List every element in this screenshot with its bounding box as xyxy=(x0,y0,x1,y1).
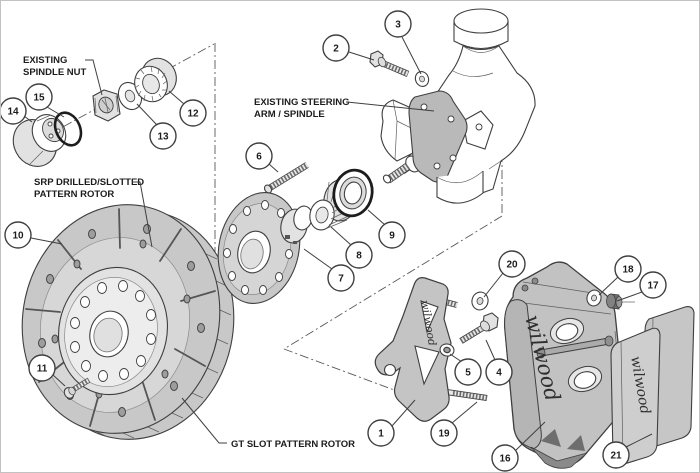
rotor-lug-holes xyxy=(70,280,156,382)
svg-text:8: 8 xyxy=(356,251,362,262)
callout-2: 2 xyxy=(322,34,375,62)
svg-text:13: 13 xyxy=(157,132,169,143)
callout-4: 4 xyxy=(485,339,513,386)
svg-text:10: 10 xyxy=(12,231,24,242)
svg-text:19: 19 xyxy=(438,429,450,440)
callout-21: 21 xyxy=(602,433,653,469)
steering-knuckle xyxy=(380,8,536,204)
svg-text:7: 7 xyxy=(338,274,344,285)
grease-seal xyxy=(332,168,374,218)
svg-text:12: 12 xyxy=(187,109,199,120)
callout-18: 18 xyxy=(598,255,642,296)
svg-text:EXISTING: EXISTING xyxy=(23,55,67,66)
washer-18 xyxy=(586,289,602,307)
svg-text:3: 3 xyxy=(395,20,401,31)
callout-1: 1 xyxy=(367,399,416,447)
callout-17: 17 xyxy=(616,271,667,302)
caliper-mount-ear xyxy=(462,110,494,150)
bolt-2 xyxy=(369,50,410,77)
svg-text:SPINDLE NUT: SPINDLE NUT xyxy=(23,67,87,78)
small-parts xyxy=(63,50,635,399)
callout-14: 14 xyxy=(1,97,33,125)
callout-15: 15 xyxy=(25,83,65,118)
bolt-11 xyxy=(63,377,91,399)
callout-5: 5 xyxy=(449,353,482,386)
svg-text:EXISTING STEERING: EXISTING STEERING xyxy=(254,97,350,108)
crossover-tube xyxy=(536,335,614,359)
caliper: wilwood xyxy=(504,261,625,469)
callout-8: 8 xyxy=(330,226,373,269)
callout-7: 7 xyxy=(303,248,355,292)
label-existing-spindle-nut: EXISTING SPINDLE NUT xyxy=(23,55,103,96)
label-srp-rotor: SRP DRILLED/SLOTTED PATTERN ROTOR xyxy=(34,177,153,248)
callout-16: 16 xyxy=(491,421,546,472)
svg-text:GT SLOT PATTERN ROTOR: GT SLOT PATTERN ROTOR xyxy=(231,439,355,450)
plug-17 xyxy=(606,293,635,310)
svg-text:1: 1 xyxy=(378,429,384,440)
svg-text:15: 15 xyxy=(33,93,45,104)
svg-text:ARM / SPINDLE: ARM / SPINDLE xyxy=(254,109,325,120)
bleed-screw xyxy=(531,277,539,285)
pad-inner xyxy=(610,327,661,466)
svg-text:16: 16 xyxy=(499,454,511,465)
o-ring xyxy=(53,111,83,147)
label-existing-steering-arm: EXISTING STEERING ARM / SPINDLE xyxy=(254,97,435,120)
bleed-screw xyxy=(521,284,529,292)
svg-text:11: 11 xyxy=(37,364,48,375)
caliper-face xyxy=(504,299,542,450)
svg-text:5: 5 xyxy=(465,368,471,379)
brake-pads: wilwood xyxy=(610,306,695,466)
spindle-nut-assembly xyxy=(12,57,177,167)
svg-text:20: 20 xyxy=(506,260,518,271)
label-gt-rotor: GT SLOT PATTERN ROTOR xyxy=(181,397,355,450)
caliper-bracket: wilwood xyxy=(374,277,488,422)
callout-10: 10 xyxy=(4,221,63,249)
callouts: 1 2 3 4 5 6 7 8 9 10 11 12 13 14 15 16 1… xyxy=(1,10,667,472)
svg-text:PATTERN ROTOR: PATTERN ROTOR xyxy=(34,189,114,200)
callout-3: 3 xyxy=(384,10,422,75)
svg-text:4: 4 xyxy=(496,368,502,379)
callout-11: 11 xyxy=(28,354,66,387)
svg-text:SRP DRILLED/SLOTTED: SRP DRILLED/SLOTTED xyxy=(34,177,144,188)
washer-5 xyxy=(439,343,455,357)
svg-text:17: 17 xyxy=(647,281,659,292)
rotor-vane-ticks xyxy=(96,253,232,439)
svg-text:9: 9 xyxy=(389,231,395,242)
svg-text:18: 18 xyxy=(622,265,634,276)
svg-text:21: 21 xyxy=(610,451,622,462)
callout-19: 19 xyxy=(430,401,478,447)
rotor xyxy=(21,204,235,440)
hub xyxy=(217,192,313,304)
callout-20: 20 xyxy=(483,250,526,298)
callout-6: 6 xyxy=(245,142,279,173)
svg-text:2: 2 xyxy=(333,44,339,55)
callout-13: 13 xyxy=(136,103,177,150)
knuckle-lower-boss xyxy=(436,170,484,204)
callout-9: 9 xyxy=(367,209,406,249)
wheel-stud xyxy=(263,162,309,194)
outer-bearing xyxy=(134,57,177,103)
svg-text:14: 14 xyxy=(7,107,19,118)
svg-text:6: 6 xyxy=(256,152,262,163)
spindle-nut xyxy=(92,89,121,122)
knuckle-mount-face xyxy=(408,90,468,183)
bolt-4 xyxy=(459,312,499,344)
callout-12: 12 xyxy=(168,90,207,127)
text-labels: EXISTING SPINDLE NUT EXISTING STEERING A… xyxy=(23,55,435,450)
hub-assembly xyxy=(217,162,374,304)
